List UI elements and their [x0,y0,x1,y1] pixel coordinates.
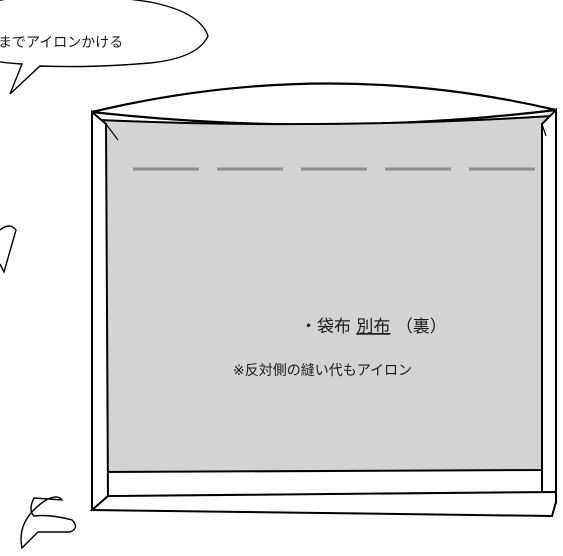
speech-bubble-outline [0,0,209,95]
right-seam-allowance [541,107,557,504]
fabric-label-underlined: 別布 [356,317,390,337]
fabric-piece: ・袋布 別布 （裏） ※反対側の縫い代もアイロン [89,82,557,518]
iron-tip-icon [20,496,77,550]
speech-bubble: までアイロンかける [0,0,209,95]
fabric-top-fold [91,82,557,126]
fabric-body [99,114,554,474]
left-seam-allowance [91,109,110,512]
fabric-label-prefix: ・袋布 [300,317,351,337]
left-edge-sketch [0,225,17,274]
fabric-label: ・袋布 別布 （裏） [300,316,447,337]
bottom-seam-allowance [89,490,557,518]
left-fold-line [105,123,119,141]
fabric-note: ※反対側の縫い代もアイロン [233,363,412,379]
right-fold-line [541,123,547,137]
speech-bubble-text: までアイロンかける [0,35,123,51]
fabric-label-suffix: （裏） [396,316,447,337]
